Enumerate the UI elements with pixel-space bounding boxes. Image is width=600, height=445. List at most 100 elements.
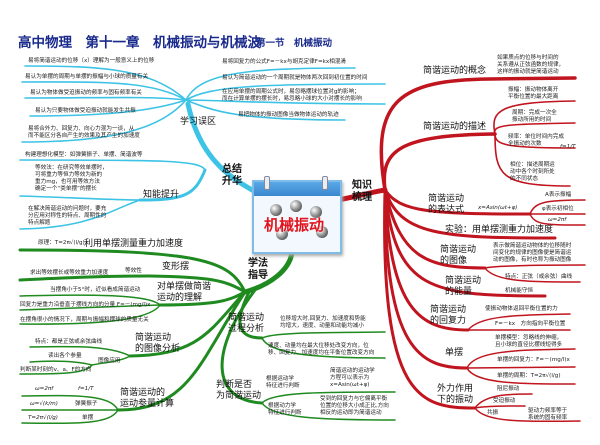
variant-text: 求出等效摆长或等效重力加速度: [30, 270, 109, 276]
mistake-item: 在应用单摆的周期公式时，易忽略摆球位置对g的影响； 而在计算单摆的摆长时，易忽略…: [222, 89, 362, 102]
skills-label: 知能提升: [143, 190, 180, 200]
spring-formula: ω=√(k/m): [30, 401, 58, 407]
omega-formula: ω=2πf: [35, 386, 54, 392]
frequency-formula: f=1/T: [560, 144, 576, 150]
energy-text: 机械能守恒: [505, 288, 533, 294]
pendulum-formula: T=2π√(l/g): [28, 415, 58, 421]
skill-item: 构建理想化模型：如弹簧振子、单摆、简谐波等: [25, 152, 143, 158]
pendulum-shm-item: 在摆角很小的情况下，周期与振幅和摆球的质量无关: [20, 317, 149, 323]
graph-app-item: 判断某时刻的v、a、F的方向: [20, 367, 92, 373]
concept-text: 如果质点的位移与时间的 关系遵从正弦函数的规律， 这样的振动就是简谐运动: [497, 55, 565, 75]
mistake-branch: [185, 83, 386, 101]
judge-dynamic-text: 受到的回复力与它偏离平衡 位置的位移大小成正比,方向 相反的运动即为简谐运动: [320, 396, 389, 416]
judge-dynamic: 根据动力学 特征进行判断: [268, 403, 302, 416]
skills-branch: [19, 199, 141, 230]
mistake-branch: [185, 99, 386, 105]
knowledge-label: 知识梳理: [352, 180, 372, 203]
forced-item: 受迫振动: [493, 398, 516, 404]
expression-item: ω=2πf: [548, 217, 567, 223]
expression-label: 简谐运动 的表达式: [428, 194, 465, 216]
mistake-item: 易认为简谐运动的一个周期就是物体两次回到初位置的时间: [222, 75, 368, 81]
knowledge-trunk: [335, 187, 388, 203]
spring-label: 弹簧振子: [75, 401, 98, 407]
expression-item: A表示振幅: [545, 192, 572, 198]
pendulum-shm-item: 当摆角小于5°时，近似看成简谐运动: [50, 287, 141, 293]
forced-label: 外力作用 下的振动: [437, 384, 474, 406]
mistake-branch: [185, 99, 346, 121]
restoring-label: 简谐运动 的回复力: [430, 305, 467, 327]
description-item: 振幅：振动物体离开 平衡位置的最大距离: [508, 87, 559, 100]
freq-formula: f=1/T: [78, 386, 94, 392]
pendulum-label: 单摆: [445, 348, 464, 358]
experiment-label: 实验：用单摆测重力加速度: [445, 225, 554, 235]
skill-item: 在解决简谐运动的问题时，要充 分应用对称性的特点、周期性的 特点解题: [28, 206, 107, 226]
pendulum-calc-label: 单摆: [82, 415, 94, 421]
skill-item: 等效法：在研究等效单摆时， 可将重力等恒力等效为新的 重力mg，也可用等效方法 …: [35, 165, 108, 192]
mistake-branch: [29, 99, 187, 117]
process-item: 位移增大时,回复力、加速度和势能 均增大，速度、动量和动能均减小: [280, 316, 366, 329]
restoring-item: 使振动物体返回平衡位置的力: [485, 306, 558, 312]
judge-kinematic-text: 简谐运动的运动学 方程可以表示为 x=Asin(ωt+φ): [330, 368, 375, 388]
mistake-branch: [21, 99, 187, 143]
variant-sub: 等效性: [125, 268, 142, 274]
pendulum-shm-label: 对单摆做简谐 运动的理解: [157, 282, 212, 304]
expression-item: φ表示初相位: [542, 206, 574, 212]
graph-app-item: 读出各个参量: [48, 353, 82, 359]
method-trunk: [242, 249, 295, 295]
mistake-branch: [24, 65, 187, 101]
graph-analysis-label: 简谐运动 的图像分析: [135, 333, 181, 355]
mistake-item: 易将合外力、回复力、向心力混为一谈，从 而不能区分各自产生的效果及其产生的加速度: [28, 126, 140, 139]
mistake-branch: [185, 67, 356, 101]
center-calendar-icon: 机械振动: [252, 176, 342, 254]
mistake-branch: [24, 96, 187, 101]
graph-label: 简谐运动 的图像: [440, 245, 477, 267]
mistake-item: 易认为单摆的周期与单摆的振幅与小球的质量有关: [25, 74, 149, 80]
description-label: 简谐运动的描述: [423, 122, 487, 132]
graph-feature: 特点：都是正弦或余弦曲线: [35, 339, 103, 345]
expression-formula: x=Asin(ωt+φ): [478, 205, 518, 211]
measure-g-label: 利用单摆测量重力加速度: [84, 239, 184, 249]
summary-branches: [19, 65, 386, 230]
mistake-item: 易认为只要物体做受迫振动就能发生共振: [35, 108, 136, 114]
pendulum-item: 单摆的回复力：F=－(mg/l)x: [497, 357, 570, 363]
mistake-item: 易将回复力的公式F=－kx与胡克定律F=kx相混淆: [222, 59, 347, 65]
process-item: 速度、动量均在最大位移处改变方向，位 移、回复力、加速度均在平衡位置改变方向: [268, 343, 375, 356]
summary-label: 总结升华: [222, 164, 242, 187]
pendulum-shm-item: 回复力是重力沿垂直于摆线方向的分量 F=－(mg/l)x: [20, 302, 151, 308]
judge-kinematic: 根据运动学 特征进行判断: [266, 376, 300, 389]
description-item: 频率：单位时间内完成 全振动的次数: [508, 134, 564, 147]
section-title: 第一节 机械振动: [256, 38, 333, 49]
pendulum-item: 单摆模型：忽略线的伸缩， 且小球的直径比摆线短得多: [495, 335, 563, 348]
concept-label: 简谐运动的概念: [423, 66, 487, 76]
graph-item: 特点：正弦（或余弦）曲线: [505, 274, 573, 280]
graph-application-label: 图像应用: [98, 358, 121, 364]
pendulum-item: 单摆的周期：T=2π√(l/g): [497, 373, 561, 379]
page-title: 高中物理 第十一章 机械振动与机械波: [18, 35, 261, 51]
method-label: 学法指导: [248, 258, 268, 281]
mistake-branch: [21, 81, 187, 101]
mistake-item: 易认为物体做受迫振动的频率与固有频率有关: [30, 90, 142, 96]
graph-item: 表示做简谐运动物体的位移随时 间变化的规律的图像便是简谐运 动的图像，有时也称为…: [493, 243, 572, 263]
skills-branch: [19, 195, 141, 201]
calc-label: 简谐运动的 运动参量计算: [120, 388, 175, 410]
method-branches: [18, 248, 396, 425]
forced-item: 阻尼振动: [497, 386, 520, 392]
process-label: 简谐运动 过程分析: [228, 313, 265, 335]
center-label: 机械振动: [264, 216, 325, 234]
mistakes-label: 学习误区: [180, 117, 217, 127]
summary-trunk: [185, 101, 255, 193]
judge-label: 判断是否 为简谐运动: [216, 380, 262, 402]
energy-label: 简谐运动 的能量: [445, 276, 482, 298]
variant-label: 变形摆: [162, 262, 190, 272]
knowledge-branches: [335, 76, 586, 423]
principle-text: 原理：T=2π√(l/g): [38, 240, 85, 246]
skills-trunk: [138, 168, 207, 202]
mistake-item: 易把物体的振动图像当做物体运动的轨迹: [238, 112, 339, 118]
skills-branch: [19, 159, 206, 171]
description-item: 相位：描述周期运 动中各个时刻所处 的不同状态: [510, 162, 555, 182]
mistake-item: 易将简谐运动的位移（x）理解为一般意义上的位移: [28, 58, 155, 64]
restoring-item: F=－kx 方向指向平衡位置: [495, 321, 566, 327]
resonance-note: 驱动力频率等于 系统的固有频率: [528, 408, 568, 421]
